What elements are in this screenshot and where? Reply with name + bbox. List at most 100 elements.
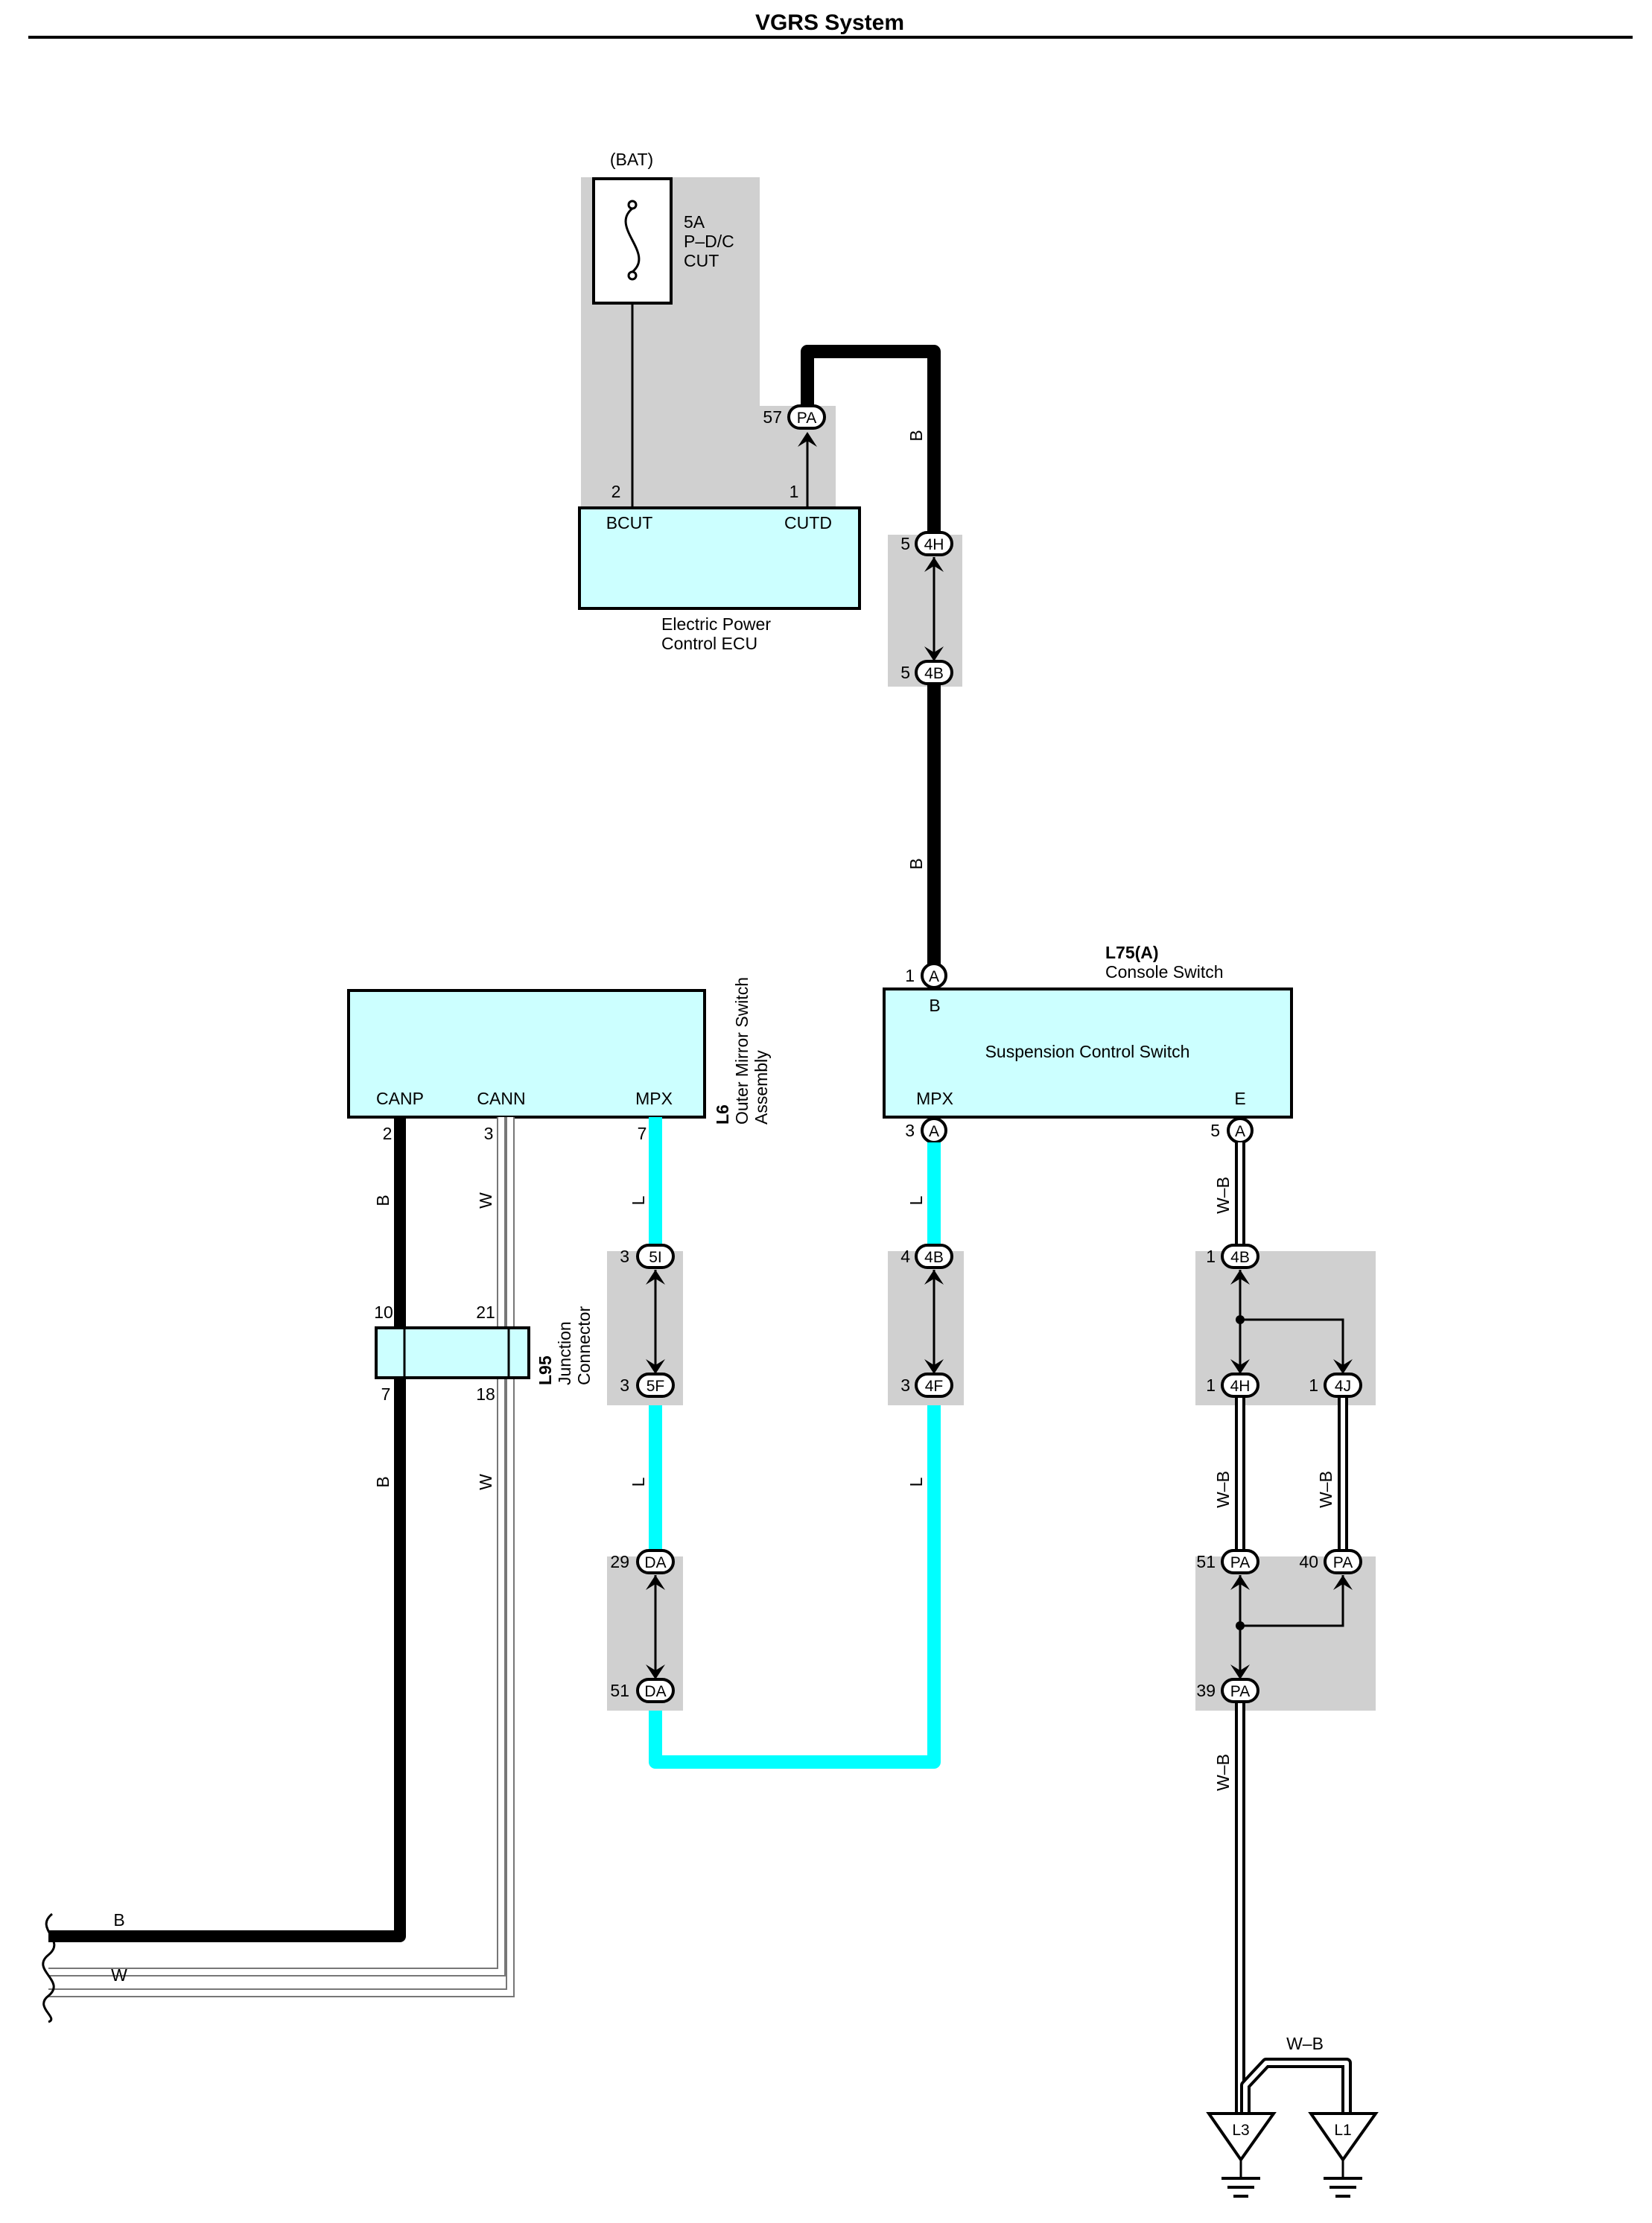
connector-pa40: PA xyxy=(1324,1549,1362,1574)
splice-dot-upper xyxy=(1236,1315,1245,1324)
svg-text:4H: 4H xyxy=(924,536,944,553)
wire-label-bottom-b: B xyxy=(113,1910,124,1930)
cann-wire-2 xyxy=(48,1117,515,1997)
mirror-pin-cann: CANN xyxy=(477,1089,525,1108)
ecu-pin-cutd: CUTD xyxy=(784,513,832,532)
ground-l1: L1 xyxy=(1308,2112,1379,2198)
4b-mid-pin: 4 xyxy=(900,1247,910,1266)
a1-pin: 1 xyxy=(905,966,915,985)
wire-label-wb-5: W–B xyxy=(1286,2034,1324,2053)
connector-a3: A xyxy=(921,1117,947,1144)
connector-4b-right: 4B xyxy=(1221,1244,1259,1269)
connector-4h-top: 4H xyxy=(915,531,953,556)
arrow-up-pa40 xyxy=(1333,1575,1353,1590)
svg-text:5I: 5I xyxy=(649,1249,662,1266)
ecu-box xyxy=(578,506,861,610)
4h-right-pin: 1 xyxy=(1206,1376,1216,1395)
svg-text:4F: 4F xyxy=(925,1378,944,1395)
connector-pa57: PA xyxy=(787,404,826,430)
wire-label-wb-2: W–B xyxy=(1213,1471,1233,1508)
wire-label-mpx-right-lower: L xyxy=(906,1477,926,1486)
connector-4b-top: 4B xyxy=(915,660,953,685)
svg-text:4H: 4H xyxy=(1230,1378,1251,1395)
junction-name-line2: Connector xyxy=(574,1306,594,1385)
arrow-up-4b-mid xyxy=(924,1270,944,1285)
svg-text:A: A xyxy=(929,968,939,985)
pa51-pin: 51 xyxy=(1196,1552,1216,1571)
junction-pin-top-left: 10 xyxy=(374,1303,393,1322)
junction-pin-bot-left: 7 xyxy=(381,1384,391,1404)
junction-code: L95 xyxy=(536,1355,555,1385)
svg-text:L1: L1 xyxy=(1334,2122,1351,2139)
fuse-name-line2: CUT xyxy=(684,251,719,270)
ecu-pin-bcut: BCUT xyxy=(606,513,653,532)
svg-text:4B: 4B xyxy=(924,1249,944,1266)
mirror-switch-code: L6 xyxy=(713,1104,732,1125)
svg-text:DA: DA xyxy=(644,1683,666,1700)
ecu-name-line2: Control ECU xyxy=(661,634,757,653)
console-pin-b: B xyxy=(929,996,940,1015)
ecu-pin-num-cutd: 1 xyxy=(790,482,799,501)
svg-text:A: A xyxy=(1235,1123,1245,1140)
svg-text:5F: 5F xyxy=(646,1378,665,1395)
junction-connector-box xyxy=(375,1326,530,1379)
wb-ground-wires xyxy=(1235,1142,1352,2114)
wire-label-b-lower: B xyxy=(906,858,926,869)
outer-mirror-switch-box xyxy=(347,989,706,1119)
arrow-up-4h xyxy=(924,557,944,572)
page-title: VGRS System xyxy=(755,10,904,35)
arrow-down-pa39 xyxy=(1230,1664,1250,1679)
arrow-up-4b-right xyxy=(1230,1270,1250,1285)
wire-label-wb-4: W–B xyxy=(1213,1754,1233,1791)
fuse-source-label: (BAT) xyxy=(610,150,653,169)
console-switch-code: L75(A) xyxy=(1105,943,1159,962)
arrow-down-4f xyxy=(924,1359,944,1374)
arrow-down-4b xyxy=(924,646,944,661)
arrow-up-pa51 xyxy=(1230,1575,1250,1590)
svg-text:PA: PA xyxy=(797,410,816,427)
junction-name-line1: Junction xyxy=(555,1321,574,1385)
mirror-num-canp: 2 xyxy=(383,1124,393,1143)
5f-pin: 3 xyxy=(620,1376,629,1395)
console-pin-mpx: MPX xyxy=(916,1089,953,1108)
connector-da51: DA xyxy=(636,1678,675,1703)
svg-text:4B: 4B xyxy=(924,665,944,682)
pa39-pin: 39 xyxy=(1196,1681,1216,1700)
wire-label-cann-upper: W xyxy=(476,1192,495,1209)
connector-5i: 5I xyxy=(636,1244,675,1269)
svg-text:L3: L3 xyxy=(1232,2122,1249,2139)
fuse-name-line1: P–D/C xyxy=(684,232,734,251)
wire-label-wb-3: W–B xyxy=(1316,1471,1335,1508)
mirror-pin-mpx: MPX xyxy=(635,1089,673,1108)
arrow-up-pa57 xyxy=(798,432,817,447)
da29-pin: 29 xyxy=(610,1552,629,1571)
connector-a5: A xyxy=(1227,1117,1254,1144)
mirror-switch-name-line1: Outer Mirror Switch xyxy=(732,977,752,1125)
junction-pin-top-right: 21 xyxy=(476,1303,495,1322)
wire-label-mpx-left-upper: L xyxy=(629,1195,648,1205)
splice-dot-lower xyxy=(1236,1621,1245,1630)
svg-text:PA: PA xyxy=(1230,1683,1250,1700)
wire-label-mpx-left-lower: L xyxy=(629,1477,648,1486)
connector-5f: 5F xyxy=(636,1373,675,1398)
wire-label-canp-upper: B xyxy=(373,1195,393,1206)
4h-top-pin: 5 xyxy=(900,534,910,553)
arrow-down-4j xyxy=(1333,1359,1353,1374)
canp-wire xyxy=(48,1117,406,1942)
4b-top-pin: 5 xyxy=(900,663,910,682)
wire-label-cann-lower: W xyxy=(476,1474,495,1490)
wire-label-wb-1: W–B xyxy=(1213,1177,1233,1214)
4j-pin: 1 xyxy=(1309,1376,1318,1395)
svg-text:4B: 4B xyxy=(1230,1249,1250,1266)
connector-a1: A xyxy=(921,962,947,989)
a5-pin: 5 xyxy=(1210,1121,1220,1140)
ecu-name-line1: Electric Power xyxy=(661,614,771,634)
junction-pin-bot-right: 18 xyxy=(476,1384,495,1404)
pa40-pin: 40 xyxy=(1299,1552,1318,1571)
4b-right-pin: 1 xyxy=(1206,1247,1216,1266)
connector-pa39: PA xyxy=(1221,1678,1259,1703)
connector-pa51: PA xyxy=(1221,1549,1259,1574)
arrow-up-5i xyxy=(646,1270,665,1285)
svg-text:PA: PA xyxy=(1230,1554,1250,1571)
